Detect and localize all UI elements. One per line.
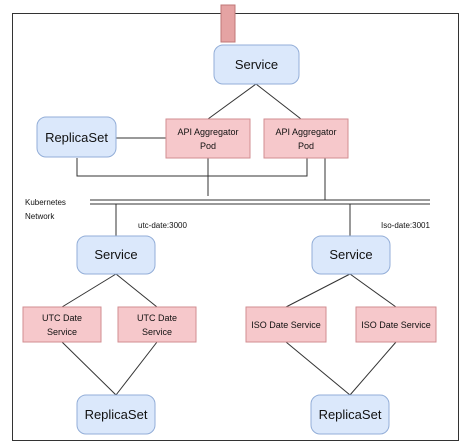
connector-service-to-pod1 <box>207 83 257 120</box>
iso-replicaset-node: ReplicaSet <box>310 394 390 435</box>
utc-date-pod-2: UTC Date Service <box>117 306 197 343</box>
api-aggregator-pod-1: API Aggregator Pod <box>165 118 251 159</box>
utc-pod-1-label-line1: UTC Date <box>42 313 82 323</box>
iso-pod-1-label: ISO Date Service <box>251 320 321 330</box>
connector-replicaset-to-pods <box>76 158 308 177</box>
api-pod-2-label-line2: Pod <box>298 141 314 151</box>
connector-utc-service-to-pod2 <box>115 273 158 308</box>
connector-iso-pod1-to-replicaset <box>285 341 351 396</box>
top-service-label: Service <box>235 57 278 72</box>
top-replicaset-label: ReplicaSet <box>45 130 108 145</box>
api-pod-1-box <box>165 118 251 159</box>
utc-replicaset-label: ReplicaSet <box>85 407 148 422</box>
connectors <box>61 83 430 396</box>
api-aggregator-pod-2: API Aggregator Pod <box>263 118 349 159</box>
utc-pod-1-label-line2: Service <box>47 327 77 337</box>
iso-service-box <box>311 235 391 275</box>
connector-iso-pod2-to-replicaset <box>349 341 397 396</box>
top-service-box <box>213 44 300 85</box>
connector-service-to-pod2 <box>255 83 302 120</box>
iso-date-pod-1: ISO Date Service <box>245 306 327 343</box>
connector-utc-pod2-to-replicaset <box>115 341 158 396</box>
utc-service-box <box>76 235 156 275</box>
utc-replicaset-box <box>76 394 156 435</box>
utc-service-label: Service <box>94 247 137 262</box>
utc-pod-2-label-line1: UTC Date <box>137 313 177 323</box>
utc-pod-2-label-line2: Service <box>142 327 172 337</box>
api-pod-2-label-line1: API Aggregator <box>275 127 336 137</box>
top-replicaset-box <box>36 116 117 158</box>
iso-pod-2-box <box>355 306 437 343</box>
utc-pod-2-box <box>117 306 197 343</box>
utc-replicaset-node: ReplicaSet <box>76 394 156 435</box>
iso-port-label: Iso-date:3001 <box>381 221 430 230</box>
connector-utc-service-to-pod1 <box>61 273 117 308</box>
connector-utc-pod1-to-replicaset <box>61 341 117 396</box>
iso-pod-1-box <box>245 306 327 343</box>
iso-date-pod-2: ISO Date Service <box>355 306 437 343</box>
api-pod-2-box <box>263 118 349 159</box>
network-label-line1: Kubernetes <box>25 198 66 207</box>
iso-service-node: Service <box>311 235 391 275</box>
iso-service-label: Service <box>329 247 372 262</box>
connector-iso-service-to-pod2 <box>349 273 397 308</box>
top-service-node: Service <box>213 44 300 85</box>
api-pod-1-label-line1: API Aggregator <box>177 127 238 137</box>
iso-pod-2-label: ISO Date Service <box>361 320 431 330</box>
utc-service-node: Service <box>76 235 156 275</box>
iso-replicaset-label: ReplicaSet <box>319 407 382 422</box>
connector-iso-service-to-pod1 <box>285 273 351 308</box>
utc-port-label: utc-date:3000 <box>138 221 187 230</box>
iso-replicaset-box <box>310 394 390 435</box>
utc-date-pod-1: UTC Date Service <box>22 306 102 343</box>
utc-pod-1-box <box>22 306 102 343</box>
network-label-line2: Network <box>25 212 55 221</box>
top-replicaset-node: ReplicaSet <box>36 116 117 158</box>
api-pod-1-label-line2: Pod <box>200 141 216 151</box>
ingress-entry-arrow <box>220 4 236 43</box>
